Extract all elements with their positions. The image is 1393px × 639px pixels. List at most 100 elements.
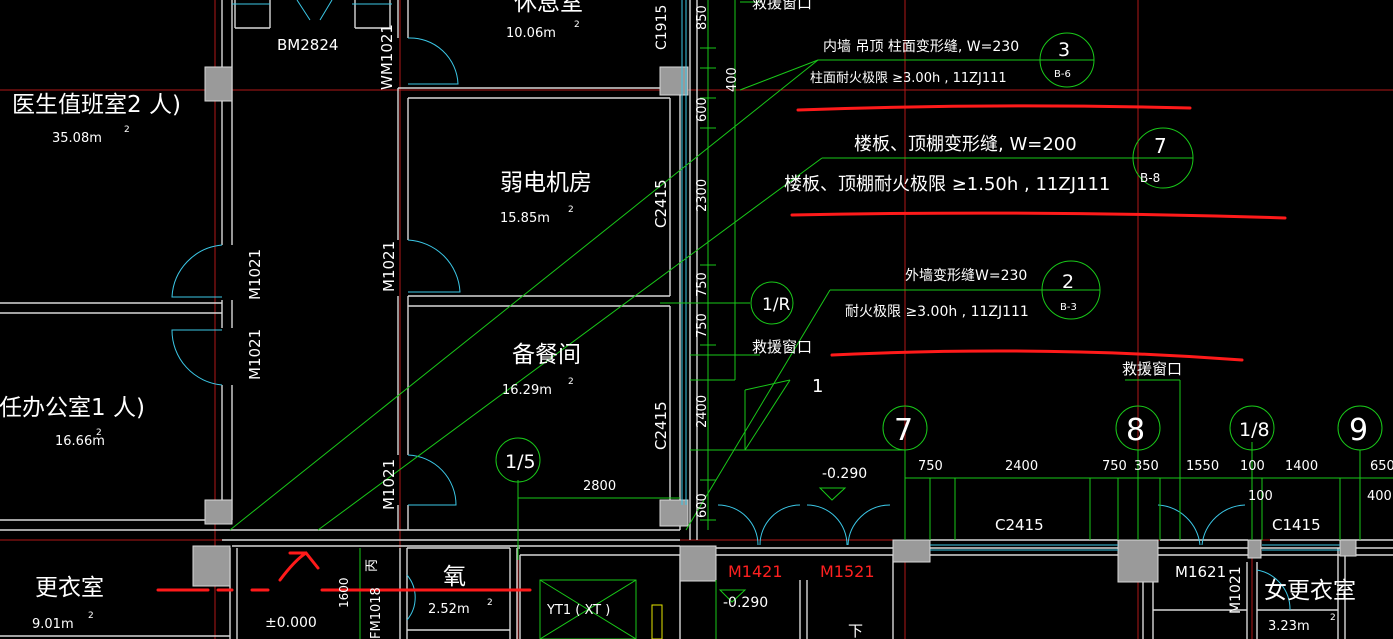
dim-1600: 1600 — [337, 577, 351, 608]
door-label-m1021: M1021 — [246, 329, 264, 380]
horizontal-dimensions: 750 2400 750 350 1550 100 1400 650 400 1… — [583, 459, 1393, 504]
dim-h: 350 — [1134, 459, 1159, 474]
door-label-m1621: M1621 — [1175, 563, 1226, 581]
elevator-label: YT1 ( XT ) — [546, 603, 610, 618]
door-label-m1021: M1021 — [246, 249, 264, 300]
room-area-female-changing: 3.23m — [1268, 619, 1310, 634]
axis-bubble-8 — [1115, 405, 1161, 451]
column — [204, 499, 233, 525]
callout-3-line2: 柱面耐火极限 ≥3.00h , 11ZJ111 — [810, 71, 1007, 86]
column — [1117, 539, 1159, 583]
room-area-sup: 2 — [487, 598, 493, 608]
red-underline-1 — [796, 104, 1192, 112]
callout-texts: 内墙 吊顶 柱面变形缝, W=230 柱面耐火极限 ≥3.00h , 11ZJ1… — [784, 39, 1167, 320]
room-area-oxygen: 2.52m — [428, 602, 470, 617]
dim-h: 650 — [1370, 459, 1393, 474]
room-name-oxygen: 氧 — [443, 564, 466, 590]
room-name-pantry: 备餐间 — [512, 342, 581, 368]
dim-h: 750 — [918, 459, 943, 474]
door-label-bm2824: BM2824 — [277, 36, 338, 54]
red-underline-2 — [790, 211, 1287, 220]
dim-v: 850 — [695, 5, 710, 30]
callout-2-sheet: B-3 — [1060, 302, 1077, 313]
dim-h: 750 — [1102, 459, 1127, 474]
dim-h: 1550 — [1186, 459, 1219, 474]
axis-bubble-1r — [750, 281, 794, 325]
axis-label-9: 9 — [1349, 413, 1368, 448]
red-underline-3 — [830, 349, 1244, 362]
door-swing — [1256, 569, 1291, 611]
dim-2800: 2800 — [583, 479, 616, 494]
axis-bubble-18 — [1229, 405, 1275, 451]
room-area-sup: 2 — [1330, 613, 1336, 623]
room-area-sup: 2 — [96, 428, 102, 438]
door-label-fm1018: FM1018 — [369, 587, 384, 639]
stair-down-label: 下 — [848, 622, 863, 639]
column — [1247, 539, 1262, 559]
columns — [192, 66, 1357, 587]
door-swing — [319, 0, 333, 21]
axis-bubbles — [495, 32, 1383, 483]
column — [892, 539, 931, 563]
door-label-m1021: M1021 — [1228, 566, 1244, 614]
red-markups — [156, 104, 1287, 592]
dim-v: 400 — [725, 67, 740, 92]
rescue-window-label: 救援窗口 — [752, 0, 812, 12]
dim-h: 1400 — [1285, 459, 1318, 474]
door-swing — [407, 454, 457, 506]
door-label-m1021: M1021 — [380, 241, 398, 292]
axis-label-1r: 1/R — [762, 295, 791, 315]
room-name-doctor-duty: 医生值班室2 人) — [12, 92, 181, 118]
room-name-director-office: 主任办公室1 人) — [0, 395, 145, 421]
opening-labels: BM2824 WM1021 M1021 M1021 M1021 M1021 FM… — [246, 5, 1321, 639]
room-area-director-office: 16.66m — [55, 434, 105, 449]
door-label-m1521: M1521 — [820, 562, 875, 581]
column — [192, 545, 231, 587]
door-swing — [407, 239, 461, 293]
callout-2-line2: 耐火极限 ≥3.00h , 11ZJ111 — [845, 304, 1029, 320]
door-swing — [806, 504, 848, 546]
callout-3-line1: 内墙 吊顶 柱面变形缝, W=230 — [823, 39, 1019, 55]
door-swing — [759, 504, 801, 546]
window-label-c1415: C1415 — [1272, 516, 1321, 534]
rescue-window-label: 救援窗口 — [752, 338, 812, 356]
room-area-sup: 2 — [568, 205, 574, 215]
column — [679, 545, 717, 582]
callout-3-sheet: B-6 — [1054, 69, 1071, 80]
room-name-changing: 更衣室 — [35, 575, 104, 601]
room-labels: 医生值班室2 人) 35.08m 2 主任办公室1 人) 16.66m 2 弱电… — [0, 0, 1356, 634]
column — [659, 66, 689, 96]
room-area-pantry: 16.29m — [502, 383, 552, 398]
dim-v: 750 — [695, 272, 710, 297]
dim-v: 600 — [695, 97, 710, 122]
axis-label-7: 7 — [894, 413, 913, 448]
door-swing — [171, 244, 223, 298]
callout-ref-1: 1 — [812, 376, 823, 397]
dim-v: 2300 — [695, 179, 710, 212]
room-area-sup: 2 — [124, 125, 130, 135]
axis-bubble-9 — [1337, 405, 1383, 451]
door-label-m1021: M1021 — [380, 459, 398, 510]
window-label-c2415: C2415 — [652, 179, 670, 228]
dim-v: 750 — [695, 313, 710, 338]
callout-7-num: 7 — [1154, 134, 1167, 158]
levels-misc: -0.290 -0.290 ±0.000 1 下 丙 1600 — [265, 376, 867, 639]
vertical-dimensions: 850 400 600 2300 750 750 2400 600 — [695, 5, 740, 518]
door-swing — [171, 329, 223, 386]
axis-label-18: 1/8 — [1239, 419, 1270, 441]
room-area-rest: 10.06m — [506, 26, 556, 41]
door-swing — [407, 37, 459, 85]
axis-bubble-7 — [882, 405, 928, 451]
callout-7-line2: 楼板、顶棚耐火极限 ≥1.50h , 11ZJ111 — [784, 174, 1110, 195]
axis-bubble-15 — [495, 437, 541, 483]
axis-label-8: 8 — [1126, 413, 1145, 448]
dim-h: 400 — [1367, 489, 1392, 504]
door-swing — [1157, 504, 1201, 546]
room-name-female-changing: 女更衣室 — [1264, 578, 1356, 604]
window-label-c2415: C2415 — [652, 401, 670, 450]
dim-v: 2400 — [695, 395, 710, 428]
door-swing — [717, 504, 759, 546]
door-label-wm1021: WM1021 — [378, 24, 396, 90]
fire-class-label: 丙 — [365, 559, 380, 572]
